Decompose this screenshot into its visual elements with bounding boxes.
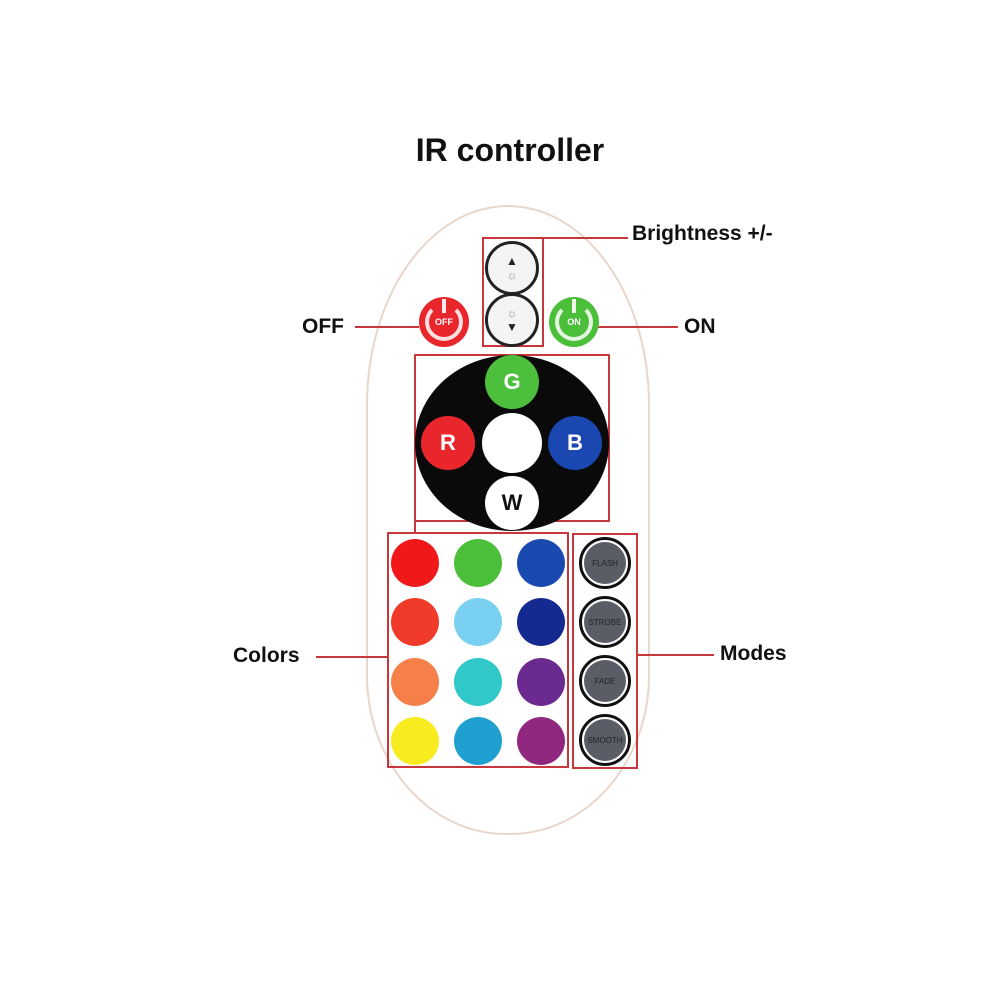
color-button[interactable] [454, 598, 502, 646]
colors-box [387, 532, 569, 768]
smooth-text: SMOOTH [584, 719, 626, 761]
brightness-down-button[interactable]: ☼▼ [485, 293, 539, 347]
off-button-text: OFF [435, 317, 453, 327]
fade-button[interactable]: FADE [579, 655, 631, 707]
red-button[interactable]: R [421, 416, 475, 470]
power-icon: ON [555, 299, 593, 341]
sun-icon: ☼ [506, 306, 518, 320]
center-button[interactable] [482, 413, 542, 473]
color-button[interactable] [391, 598, 439, 646]
brightness-up-button[interactable]: ▲☼ [485, 241, 539, 295]
modes-leader [638, 654, 714, 656]
strobe-text: STROBE [584, 601, 626, 643]
brightness-leader [544, 237, 628, 239]
fade-text: FADE [584, 660, 626, 702]
flash-button[interactable]: FLASH [579, 537, 631, 589]
modes-box [572, 533, 638, 769]
color-button[interactable] [454, 539, 502, 587]
on-button[interactable]: ON [549, 297, 599, 347]
color-button[interactable] [454, 717, 502, 765]
off-button[interactable]: OFF [419, 297, 469, 347]
brightness-label: Brightness +/- [632, 222, 773, 245]
blue-button[interactable]: B [548, 416, 602, 470]
sun-icon: ☼ [506, 268, 518, 282]
color-button[interactable] [391, 539, 439, 587]
modes-label: Modes [720, 642, 787, 665]
color-button[interactable] [517, 658, 565, 706]
color-button[interactable] [517, 717, 565, 765]
arrow-down-icon: ▼ [506, 320, 518, 334]
off-leader [355, 326, 419, 328]
white-button[interactable]: W [485, 476, 539, 530]
on-button-text: ON [567, 317, 581, 327]
off-label: OFF [302, 315, 344, 338]
remote-outline [366, 205, 650, 835]
on-label: ON [684, 315, 716, 338]
strobe-button[interactable]: STROBE [579, 596, 631, 648]
color-button[interactable] [517, 539, 565, 587]
green-button[interactable]: G [485, 355, 539, 409]
arrow-up-icon: ▲ [506, 254, 518, 268]
flash-text: FLASH [584, 542, 626, 584]
color-button[interactable] [517, 598, 565, 646]
color-button[interactable] [454, 658, 502, 706]
colors-leader [316, 656, 387, 658]
smooth-button[interactable]: SMOOTH [579, 714, 631, 766]
colors-label: Colors [233, 644, 300, 667]
color-button[interactable] [391, 717, 439, 765]
power-icon: OFF [425, 299, 463, 341]
color-button[interactable] [391, 658, 439, 706]
connector [414, 520, 416, 534]
page-title: IR controller [415, 132, 605, 168]
on-leader [598, 326, 678, 328]
